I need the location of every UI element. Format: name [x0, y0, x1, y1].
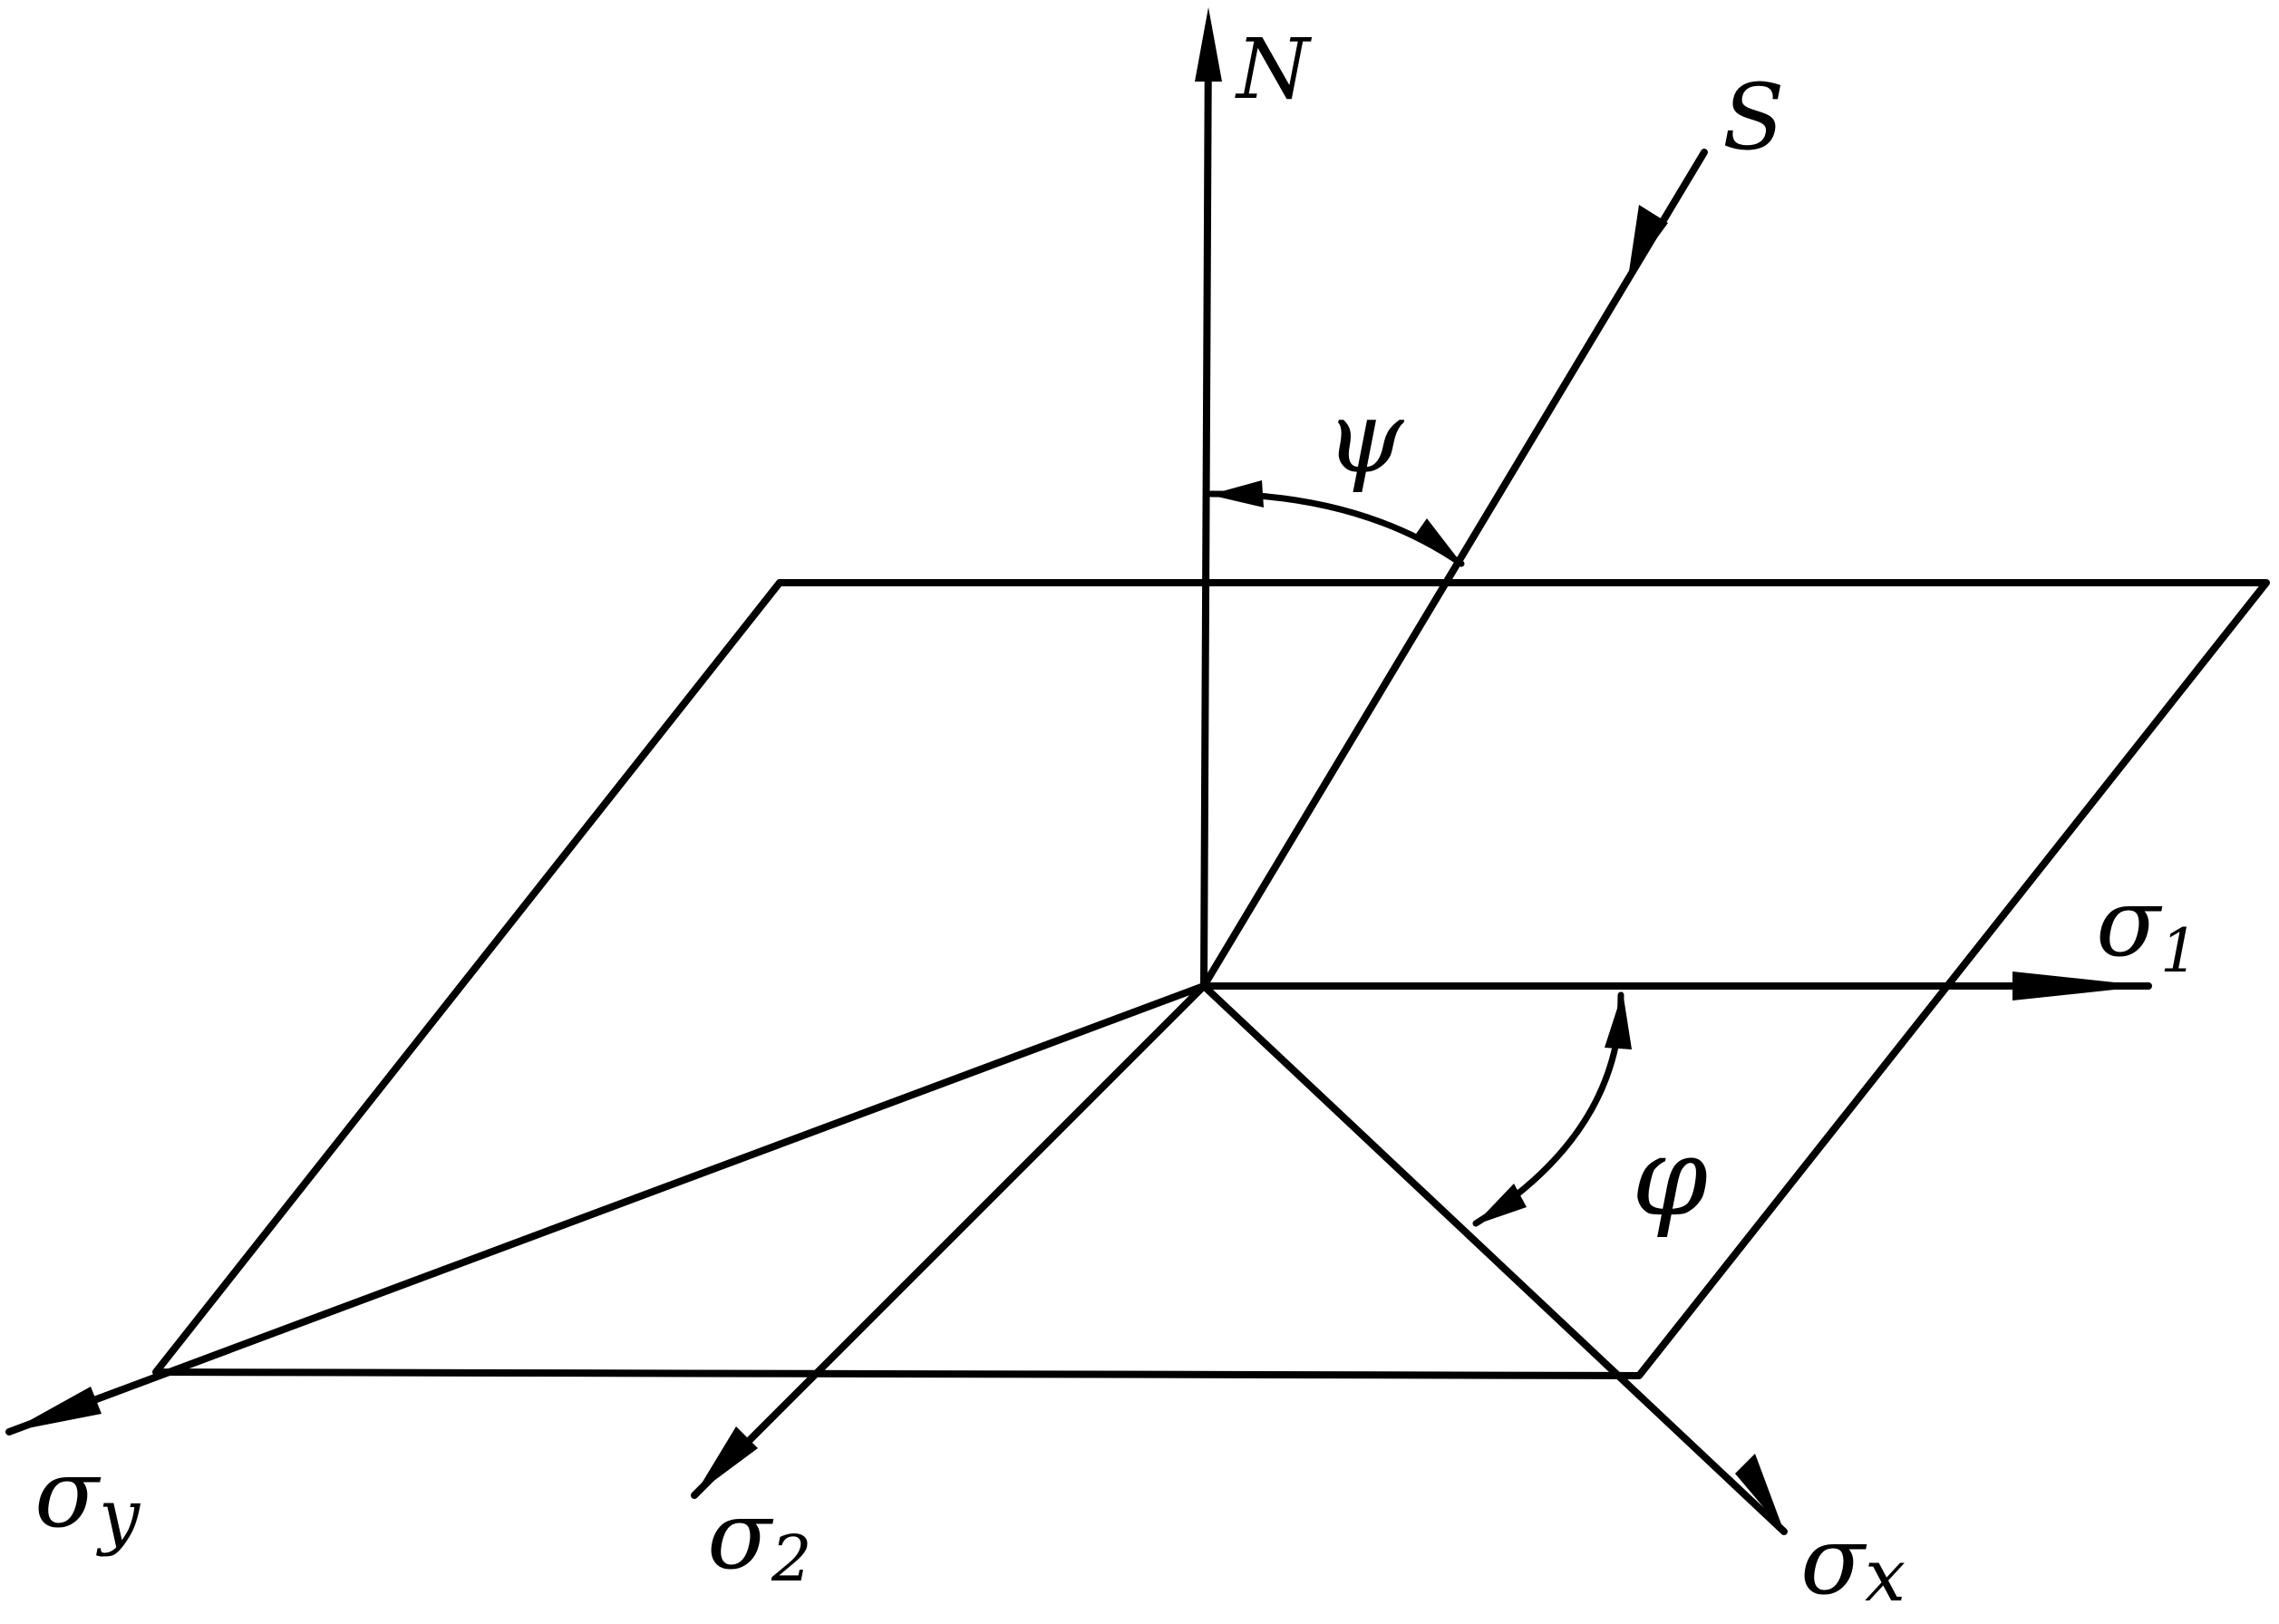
- sigma-2-label: σ2: [707, 1480, 812, 1596]
- sigma-1-arrowhead: [2012, 972, 2148, 1000]
- psi-angle-label: ψ: [1325, 379, 1405, 495]
- sigma-y-axis-line: [5, 982, 1207, 1436]
- surface-plane: [152, 579, 2270, 1379]
- sigma-y-subscript: y: [96, 1474, 141, 1558]
- sigma-2-symbol: σ: [707, 1480, 774, 1590]
- sigma-x-symbol: σ: [1800, 1505, 1867, 1616]
- n-axis-arrowhead: [1195, 7, 1222, 82]
- n-axis-label: N: [1235, 21, 1313, 118]
- sigma-1-symbol: σ: [2096, 867, 2163, 978]
- sigma-y-arrowhead: [9, 1387, 102, 1432]
- sigma-2-subscript: 2: [771, 1522, 812, 1596]
- s-direction-label: S: [1722, 64, 1785, 170]
- phi-angle-arc: [1472, 991, 1624, 1227]
- psi-arrowhead-right: [1414, 518, 1463, 566]
- sigma-x-axis-line: [1200, 982, 1788, 1535]
- sigma-y-label: σy: [34, 1438, 141, 1558]
- phi-arrowhead-bottom: [1474, 1184, 1527, 1225]
- sigma-x-label: σx: [1800, 1505, 1906, 1618]
- sigma-2-axis-line: [691, 982, 1207, 1499]
- sigma-1-subscript: 1: [2160, 916, 2198, 986]
- s-direction-arrowhead: [1628, 205, 1668, 277]
- sigma-x-subscript: x: [1865, 1533, 1906, 1618]
- sigma-2-arrowhead: [694, 1426, 758, 1495]
- phi-angle-label: φ: [1632, 1115, 1708, 1241]
- n-axis-line: [1200, 24, 1212, 990]
- sigma-y-symbol: σ: [34, 1438, 102, 1549]
- phi-arrowhead-top: [1605, 991, 1632, 1049]
- s-direction-line: [1200, 149, 1708, 990]
- sigma-1-label: σ1: [2096, 867, 2198, 986]
- sigma-x-arrowhead: [1735, 1454, 1784, 1532]
- psi-arrowhead-left: [1209, 480, 1264, 508]
